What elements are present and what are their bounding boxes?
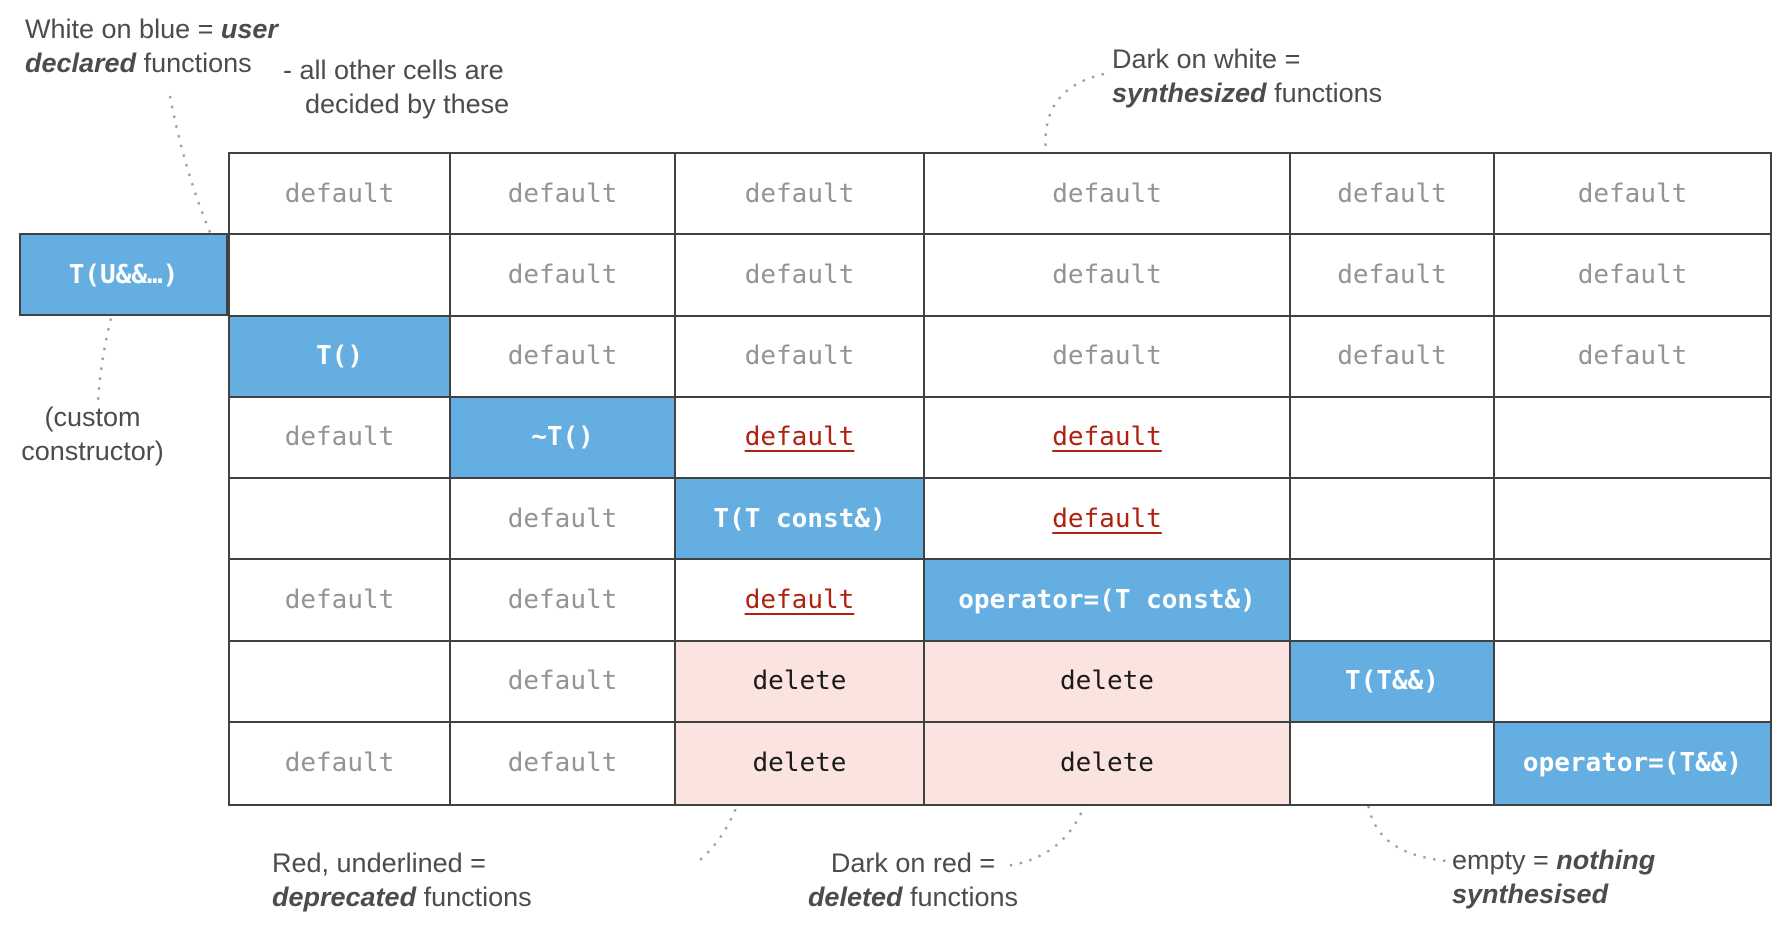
table-cell-r3c2: default [451, 316, 676, 398]
table-cell-r7c3: delete [676, 641, 925, 723]
legend-deleted: Dark on red = deleted functions [805, 846, 1021, 914]
table-cell-r2c2: default [451, 235, 676, 317]
table-cell-r7c2: default [451, 641, 676, 723]
table-cell-r7c4: delete [925, 641, 1291, 723]
table-cell-r6c2: default [451, 560, 676, 642]
table-cell-r4c4: default [925, 397, 1291, 479]
legend-custom-constructor-line1: (custom [44, 402, 141, 432]
table-cell-r5c4: default [925, 479, 1291, 561]
table-cell-r3c4: default [925, 316, 1291, 398]
table-cell-r1c1: default [230, 154, 451, 236]
legend-empty-line2: synthesised [1452, 879, 1609, 909]
legend-deleted-line1: Dark on red = [830, 848, 996, 878]
table-cell-r1c2: default [451, 154, 676, 236]
legend-other-cells: - all other cells are decided by these [283, 53, 509, 121]
table-cell-r2c4: default [925, 235, 1291, 317]
table-cell-r8c6: operator=(T&&) [1495, 722, 1770, 804]
table-cell-r1c6: default [1495, 154, 1770, 236]
custom-constructor-cell: T(U&&…) [19, 233, 228, 316]
table-cell-r4c2: ~T() [451, 397, 676, 479]
legend-empty-line1: empty = nothing [1452, 845, 1656, 875]
table-cell-r1c4: default [925, 154, 1291, 236]
legend-custom-constructor-line2: constructor) [21, 436, 164, 466]
table-cell-r5c3: T(T const&) [676, 479, 925, 561]
table-cell-r7c6 [1495, 641, 1770, 723]
legend-user-declared-line1: White on blue = user [25, 14, 278, 44]
table-cell-r7c5: T(T&&) [1291, 641, 1495, 723]
table-cell-r5c2: default [451, 479, 676, 561]
table-cell-r4c1: default [230, 397, 451, 479]
table-cell-r1c5: default [1291, 154, 1495, 236]
table-cell-r4c5 [1291, 397, 1495, 479]
table-cell-r5c6 [1495, 479, 1770, 561]
legend-other-cells-line2: decided by these [305, 89, 510, 119]
legend-synthesized-line1: Dark on white = [1112, 44, 1301, 74]
legend-synthesized-line2: synthesized functions [1112, 78, 1383, 108]
table-cell-r2c1 [230, 235, 451, 317]
table-cell-r6c3: default [676, 560, 925, 642]
table-cell-r3c3: default [676, 316, 925, 398]
table-cell-r8c5 [1291, 722, 1495, 804]
legend-custom-constructor: (custom constructor) [5, 400, 180, 468]
table-cell-r8c2: default [451, 722, 676, 804]
table-cell-r8c1: default [230, 722, 451, 804]
table-cell-r6c1: default [230, 560, 451, 642]
table-cell-r8c4: delete [925, 722, 1291, 804]
legend-empty: empty = nothing synthesised [1452, 843, 1655, 911]
table-cell-r2c6: default [1495, 235, 1770, 317]
legend-user-declared: White on blue = user declared functions [25, 12, 278, 80]
table-cell-r3c1: T() [230, 316, 451, 398]
table-cell-r6c4: operator=(T const&) [925, 560, 1291, 642]
legend-deprecated-line1: Red, underlined = [272, 848, 486, 878]
table-cell-r6c6 [1495, 560, 1770, 642]
table-cell-r7c1 [230, 641, 451, 723]
legend-synthesized: Dark on white = synthesized functions [1112, 42, 1382, 110]
table-cell-r3c6: default [1495, 316, 1770, 398]
table-cell-r6c5 [1291, 560, 1495, 642]
legend-other-cells-line1: - all other cells are [283, 55, 504, 85]
legend-deleted-line2: deleted functions [807, 882, 1019, 912]
table-cell-r5c5 [1291, 479, 1495, 561]
table-cell-r1c3: default [676, 154, 925, 236]
table-cell-r2c5: default [1291, 235, 1495, 317]
table-cell-r2c3: default [676, 235, 925, 317]
legend-user-declared-line2: declared functions [25, 48, 252, 78]
table-cell-r5c1 [230, 479, 451, 561]
table-cell-r3c5: default [1291, 316, 1495, 398]
table-cell-r8c3: delete [676, 722, 925, 804]
table-cell-r4c6 [1495, 397, 1770, 479]
table-cell-r4c3: default [676, 397, 925, 479]
legend-deprecated: Red, underlined = deprecated functions [272, 846, 532, 914]
legend-deprecated-line2: deprecated functions [272, 882, 532, 912]
